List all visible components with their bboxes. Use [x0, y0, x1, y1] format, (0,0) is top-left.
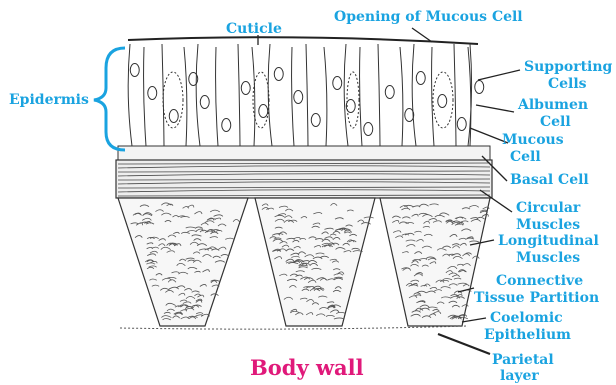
cell-nucleus — [241, 82, 250, 95]
label-longitudinal: Longitudinal — [498, 234, 599, 249]
pointer-supporting-cells — [478, 70, 520, 80]
label-coelomic: Coelomic — [490, 311, 563, 326]
epidermal-cell-wall — [184, 47, 187, 146]
epidermis-bracket — [94, 48, 125, 150]
cell-nucleus — [333, 77, 342, 90]
epidermal-cell-wall — [378, 44, 380, 146]
cell-nucleus — [364, 123, 373, 136]
muscle-bundle — [118, 198, 248, 326]
label-parietal: Parietal — [492, 353, 554, 368]
cell-nucleus — [385, 86, 394, 99]
label-basal-cell: Basal Cell — [510, 173, 589, 188]
epidermal-cell-wall — [238, 44, 240, 146]
circular-muscle-band — [116, 160, 492, 198]
label-supporting: Supporting — [524, 60, 612, 75]
figure-title: Body wall — [250, 355, 364, 380]
epidermis-cells — [128, 44, 484, 146]
epidermal-cell-wall — [412, 44, 416, 146]
muscle-bundle — [255, 198, 375, 326]
epidermal-cell-wall — [268, 44, 272, 146]
cuticle-layer — [128, 37, 478, 44]
label-connective: Connective — [496, 274, 583, 289]
epidermal-cell-wall — [144, 47, 146, 146]
muscle-bundle-outline — [118, 198, 248, 326]
epidermal-cell-wall — [128, 44, 132, 146]
label-longitudinal-muscles: Muscles — [516, 251, 580, 266]
label-mucous-cell: Cell — [510, 150, 541, 165]
epidermal-cell-wall — [306, 44, 308, 146]
cell-nucleus — [294, 91, 303, 104]
label-epithelium: Epithelium — [484, 328, 571, 343]
cell-nucleus — [457, 118, 466, 131]
label-epidermis: Epidermis — [9, 93, 89, 108]
cell-nucleus — [416, 72, 425, 85]
epidermal-cell-wall — [454, 44, 456, 146]
label-layer: layer — [500, 369, 539, 384]
epidermal-cell-wall — [196, 44, 200, 146]
mucous-cell — [253, 72, 269, 128]
cell-nucleus — [200, 96, 209, 109]
label-opening-of-mucous-cell: Opening of Mucous Cell — [334, 10, 523, 25]
label-circular: Circular — [516, 201, 580, 216]
muscle-bundle-outline — [255, 198, 375, 326]
mucous-cell — [163, 72, 183, 128]
mucous-cell — [433, 72, 453, 128]
label-mucous: Mucous — [502, 133, 564, 148]
cell-nucleus — [259, 105, 268, 118]
label-tissue-partition: Tissue Partition — [474, 291, 599, 306]
epidermal-cell-wall — [360, 47, 362, 146]
epidermal-cell-wall — [324, 47, 327, 146]
cell-nucleus — [130, 64, 139, 77]
pointer-parietal-layer — [438, 334, 490, 354]
label-albumen: Albumen — [518, 98, 588, 113]
cell-nucleus — [274, 68, 283, 81]
basal-layer — [118, 146, 490, 160]
pointer-coelomic-epithelium — [462, 318, 486, 322]
cell-nucleus — [148, 87, 157, 100]
pointer-albumen-cell — [476, 105, 514, 112]
longitudinal-muscle-bundles — [118, 198, 490, 326]
epidermal-cell-wall — [344, 44, 348, 146]
epidermal-cell-wall — [216, 47, 218, 146]
label-cuticle: Cuticle — [226, 22, 282, 37]
cell-nucleus — [438, 95, 447, 108]
cell-nucleus — [222, 119, 231, 132]
cell-nucleus — [311, 114, 320, 127]
cell-nucleus — [169, 110, 178, 123]
label-circular-muscles: Muscles — [516, 218, 580, 233]
muscle-bundle — [380, 198, 490, 326]
label-albumen-cell: Cell — [540, 115, 571, 130]
cell-nucleus — [475, 81, 484, 94]
label-cells: Cells — [548, 77, 587, 92]
epidermal-cell-wall — [432, 47, 434, 146]
epidermal-cell-wall — [400, 47, 403, 146]
